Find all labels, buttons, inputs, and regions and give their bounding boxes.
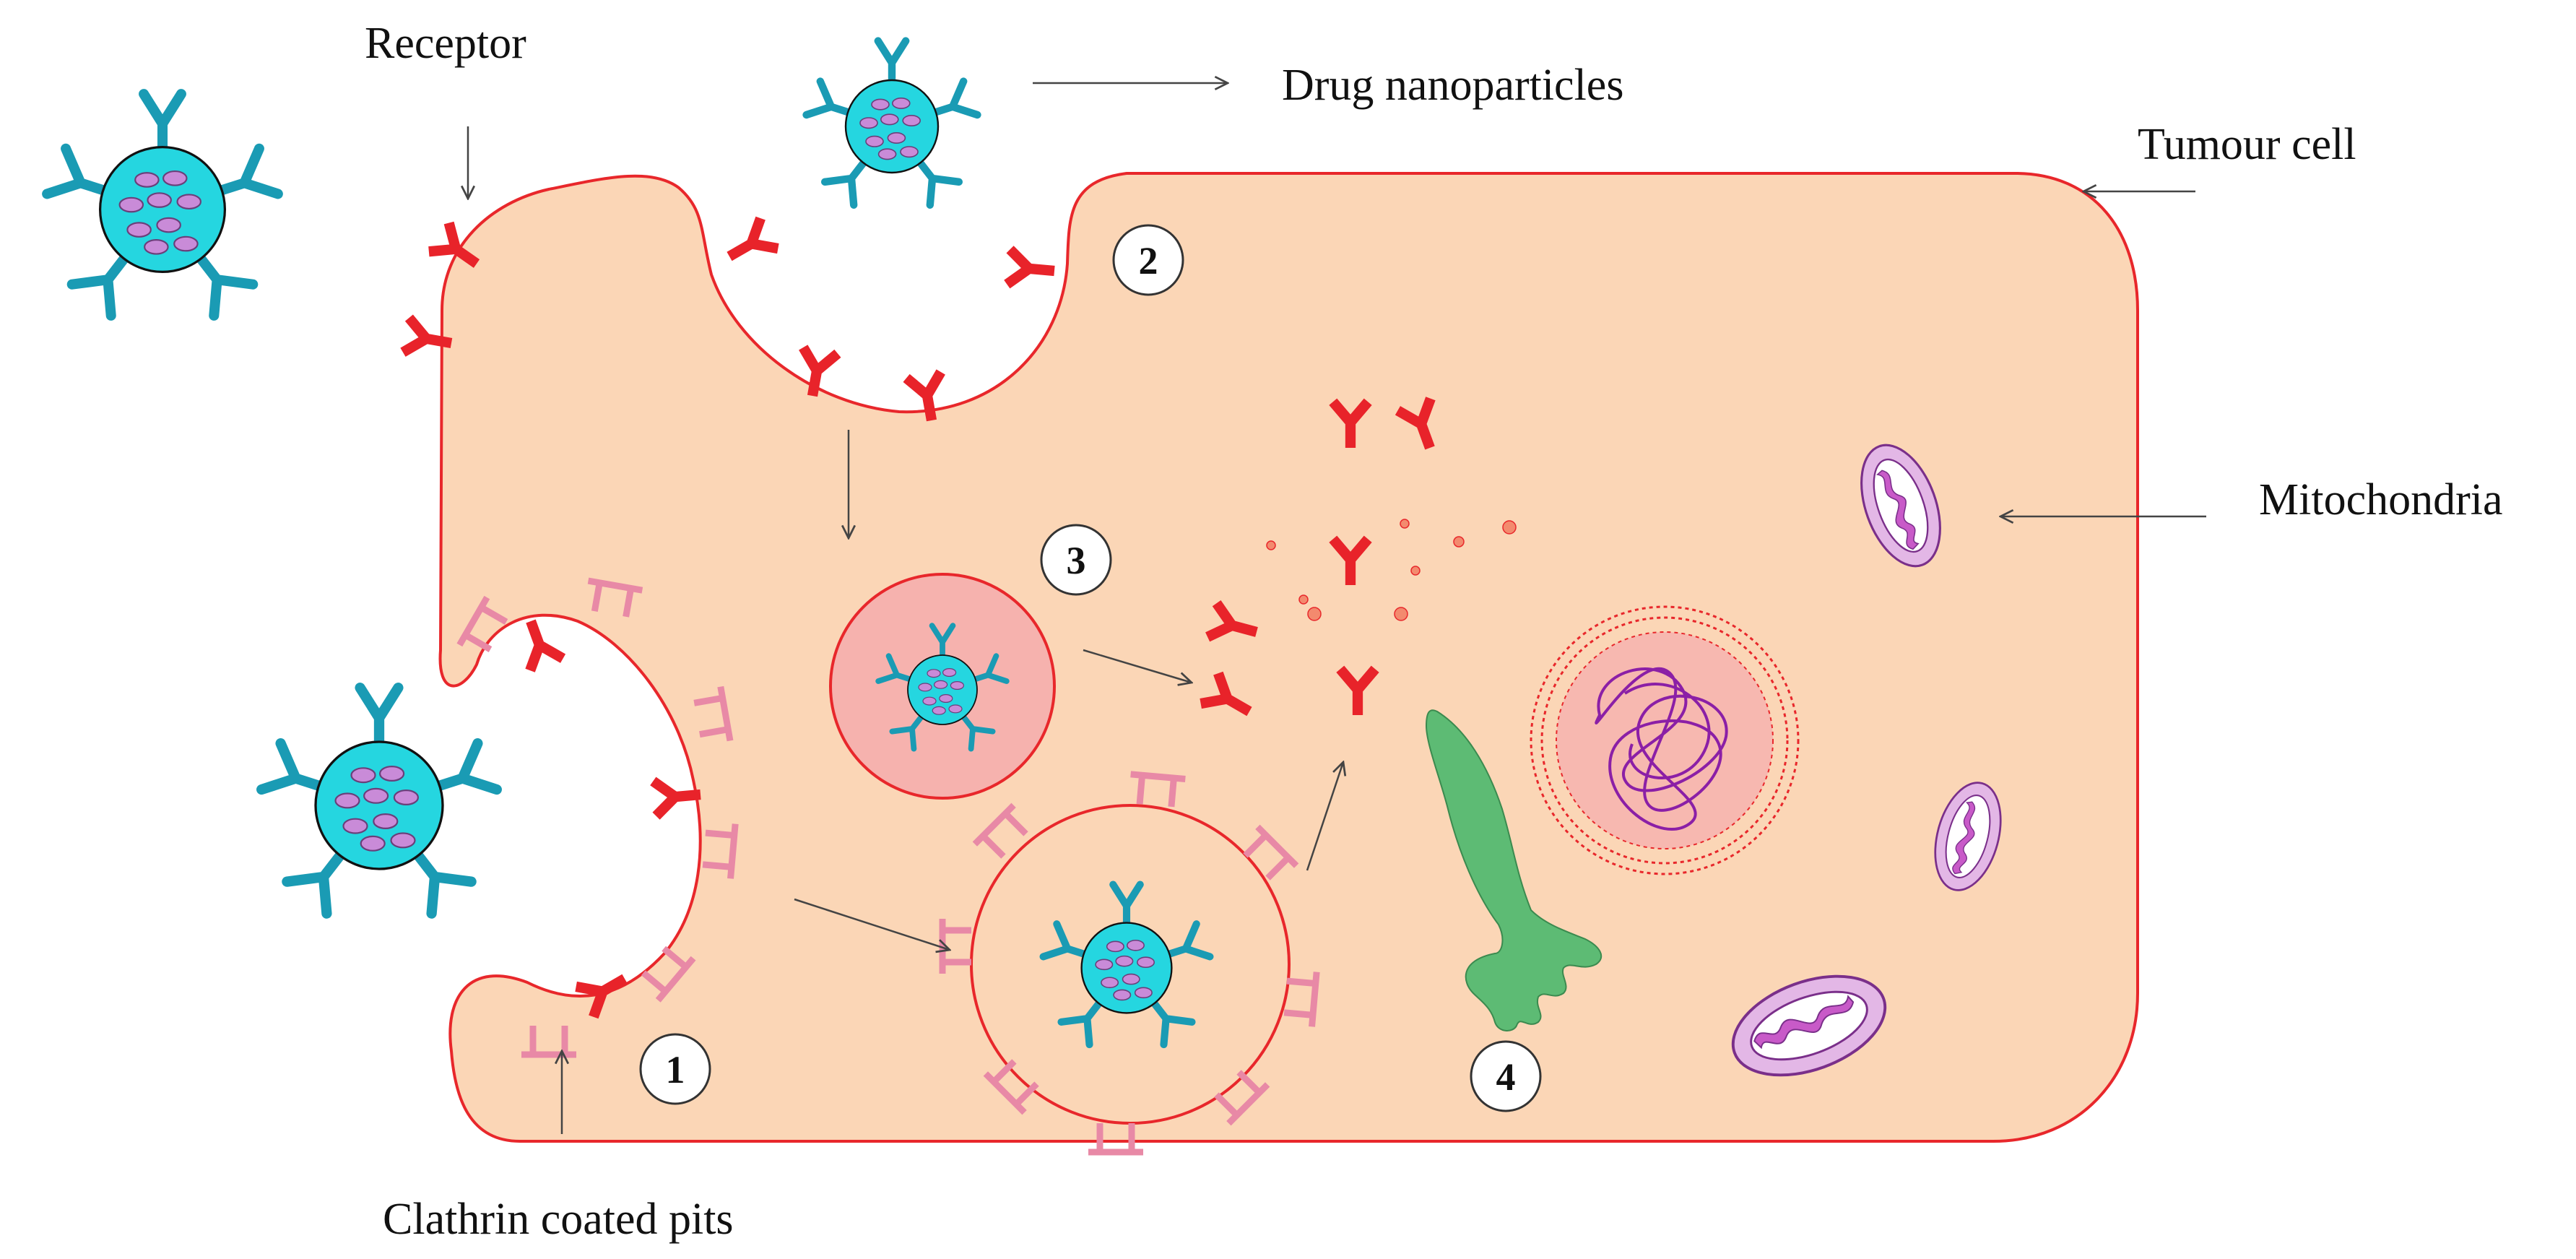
tumour-cell-membrane bbox=[438, 172, 2139, 1143]
nanoparticle-icon bbox=[261, 688, 497, 913]
receptor-icon bbox=[514, 615, 563, 671]
label-clathrin-coated-pits: Clathrin coated pits bbox=[383, 1195, 734, 1244]
label-tumour-cell: Tumour cell bbox=[2138, 120, 2356, 169]
receptor-icon bbox=[721, 218, 778, 272]
nanoparticle-icon bbox=[47, 94, 278, 316]
step-marker-1: 1 bbox=[639, 1033, 711, 1105]
svg-text:2: 2 bbox=[1139, 239, 1158, 282]
svg-text:1: 1 bbox=[666, 1048, 685, 1091]
label-mitochondria: Mitochondria bbox=[2259, 475, 2503, 524]
arrow-icon bbox=[468, 83, 2206, 1134]
step-marker-2: 2 bbox=[1112, 224, 1184, 296]
nanoparticle-icon bbox=[807, 41, 978, 205]
receptor-icon bbox=[1007, 249, 1056, 288]
golgi-icon bbox=[1425, 709, 1603, 1031]
step-marker-3: 3 bbox=[1040, 524, 1112, 596]
svg-text:4: 4 bbox=[1496, 1055, 1516, 1099]
label-receptor: Receptor bbox=[365, 19, 526, 68]
released-drug bbox=[1266, 519, 1517, 621]
nucleus-icon bbox=[1530, 605, 1800, 875]
svg-text:3: 3 bbox=[1067, 539, 1086, 582]
step-marker-4: 4 bbox=[1470, 1040, 1542, 1112]
label-drug-nanoparticles: Drug nanoparticles bbox=[1282, 61, 1623, 110]
